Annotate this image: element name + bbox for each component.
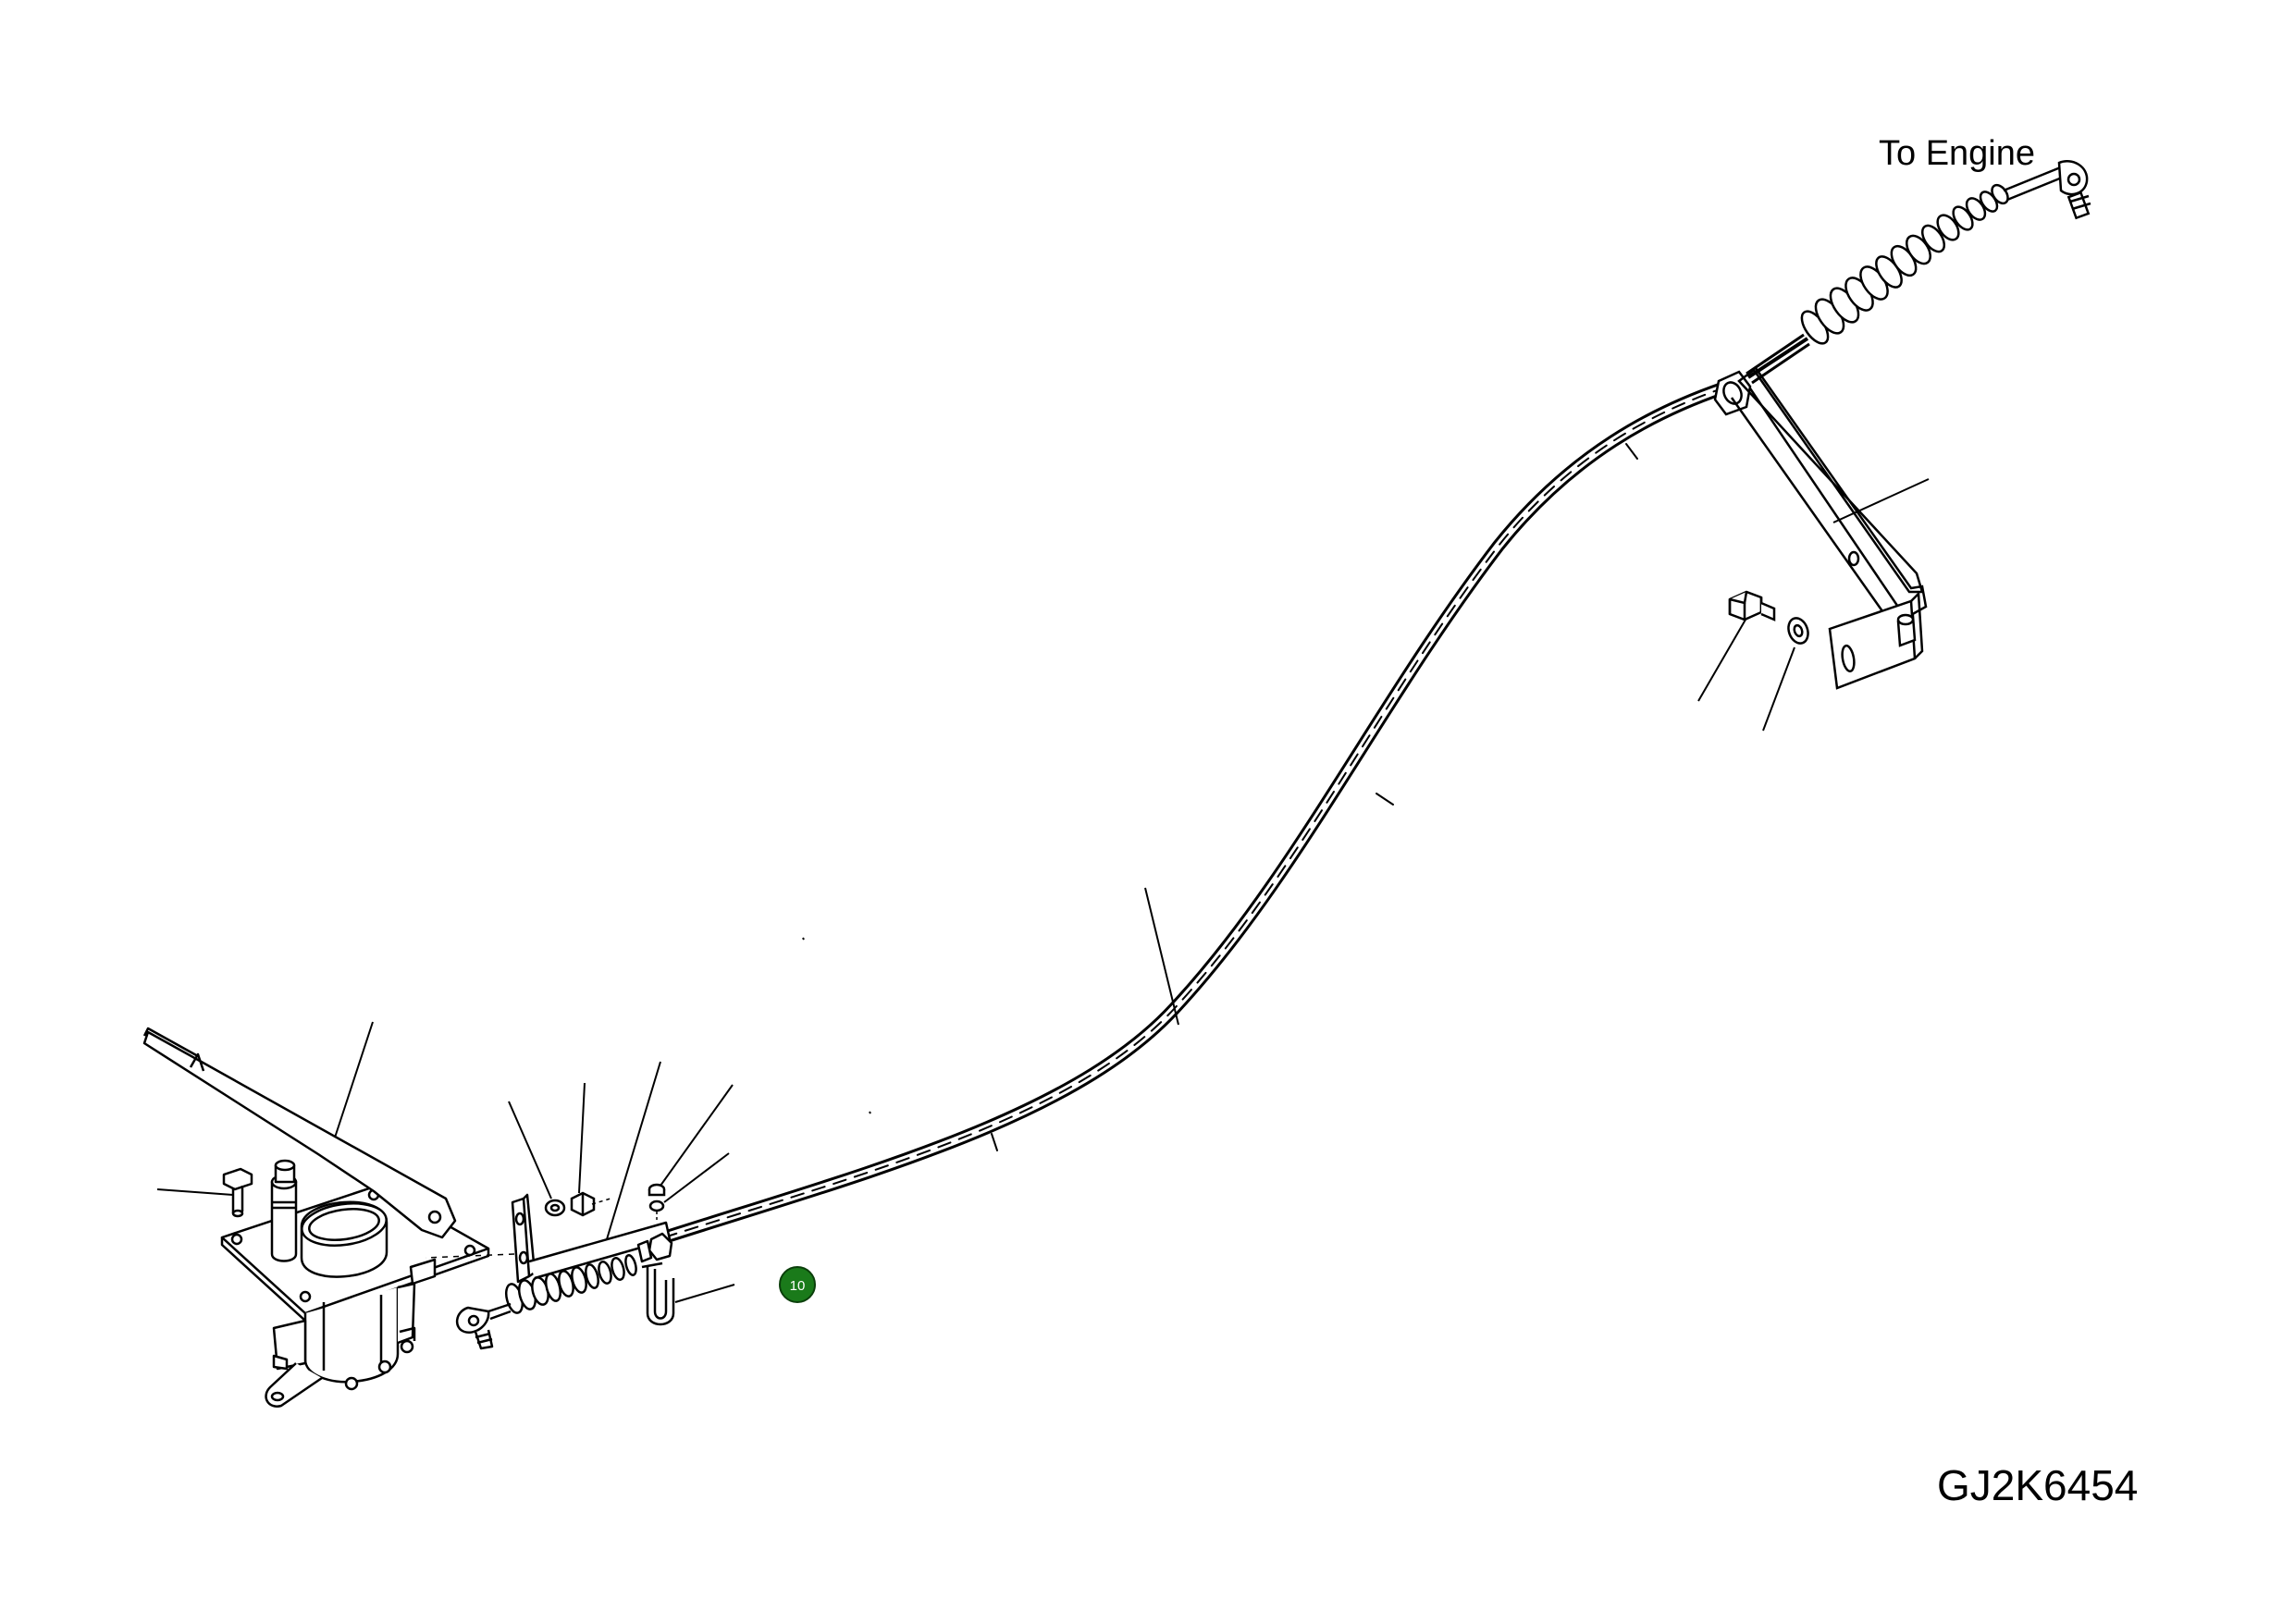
- small-washer: [648, 1200, 665, 1212]
- bracket-hardware: [425, 1183, 666, 1259]
- engine-bracket: [1730, 367, 1928, 690]
- j-clip: [641, 1261, 675, 1326]
- figure-code-label: GJ2K6454: [1937, 1461, 2138, 1509]
- pedal-cable-bracket: [456, 1193, 673, 1350]
- callout-number: 10: [790, 1278, 806, 1294]
- throttle-cable: [658, 382, 1729, 1244]
- bracket-slot: [1841, 644, 1856, 673]
- to-engine-label: To Engine: [1879, 134, 2035, 173]
- engine-rod-end: [2003, 165, 2067, 202]
- pedal-stop-post: [270, 1180, 298, 1262]
- pedal-assembly: [142, 1027, 490, 1408]
- cable-sheath-outer: [658, 382, 1729, 1244]
- pedal-mount-bolt: [222, 1167, 253, 1191]
- engine-end-assembly: [1713, 160, 2091, 416]
- pedal-cable-spring: [504, 1254, 637, 1314]
- callout-circle[interactable]: [779, 1266, 816, 1303]
- leader-lines: [156, 478, 1930, 1303]
- cable-core-dashes: [663, 388, 1723, 1238]
- bracket-washer: [1787, 617, 1809, 645]
- cable-sheath-inner: [660, 385, 1726, 1241]
- callout-bubble-10[interactable]: 10: [779, 1266, 816, 1303]
- engine-spring-boot: [1800, 183, 2009, 345]
- bracket-arm: [1737, 368, 1924, 594]
- cable-end-nut: [1713, 370, 1752, 416]
- bracket-bolt: [1728, 590, 1776, 621]
- pedal-arm: [142, 1030, 457, 1239]
